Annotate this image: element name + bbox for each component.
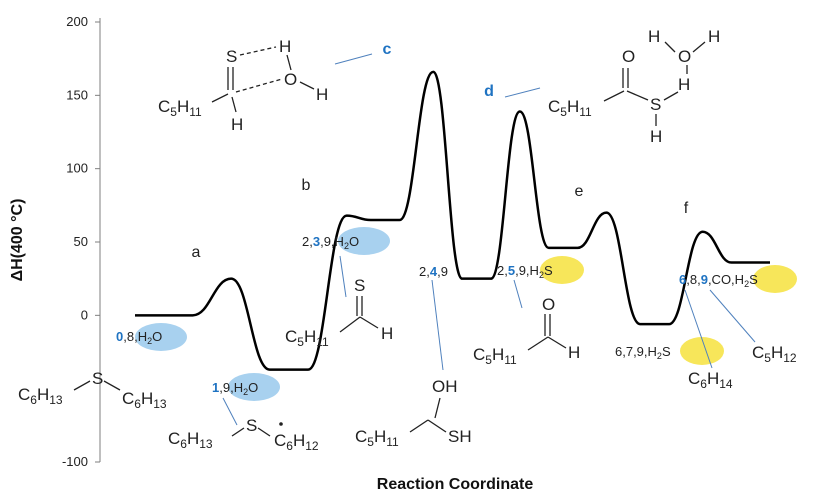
svg-text:C6H13: C6H13 <box>18 385 63 407</box>
svg-text:C5H11: C5H11 <box>355 427 399 449</box>
energy-curve <box>135 70 770 371</box>
molecule-hemithio: C5H11 OH SH <box>355 377 472 449</box>
stage-label-a: a <box>192 244 201 261</box>
stage-label-d: d <box>484 83 494 100</box>
y-tick-label: 150 <box>66 87 88 102</box>
species-7: 6,8,9,CO,H2S <box>679 272 758 289</box>
molecule-ts-d: O H O H H C5H11 S H <box>548 27 720 146</box>
svg-text:O: O <box>542 295 555 314</box>
leader-lines <box>222 53 756 426</box>
svg-text:S: S <box>354 276 365 295</box>
svg-text:C6H13: C6H13 <box>168 429 213 451</box>
y-tick-label: 50 <box>74 234 88 249</box>
svg-text:C5H11: C5H11 <box>158 97 202 119</box>
h2s-bubble-7 <box>753 265 797 293</box>
y-axis-title: ΔH(400 °C) <box>9 199 26 282</box>
y-tick-label: 100 <box>66 161 88 176</box>
h2o-bubble-3 <box>338 227 390 255</box>
svg-text:SH: SH <box>448 427 472 446</box>
species-5: 2,5,9,H2S <box>497 263 553 280</box>
svg-text:H: H <box>650 127 662 146</box>
molecule-ts-c: S H O H C5H11 H <box>158 37 328 134</box>
svg-text:O: O <box>678 47 691 66</box>
svg-text:H: H <box>231 115 243 134</box>
y-tick-label: 0 <box>81 307 88 322</box>
svg-text:H: H <box>678 75 690 94</box>
species-4: 2,4,9 <box>419 264 448 279</box>
svg-text:C6H13: C6H13 <box>122 389 167 411</box>
species-0: 0,8,H2O <box>116 329 162 346</box>
svg-text:S: S <box>92 369 103 388</box>
stage-label-c: c <box>383 41 392 58</box>
species-1: 1,9,H2O <box>212 380 258 397</box>
molecule-thioaldehyde: C5H11 S H <box>285 276 393 349</box>
y-ticks: 200 150 100 50 0 -100 <box>62 14 100 469</box>
svg-text:S: S <box>226 47 237 66</box>
species-6: 6,7,9,H2S <box>615 344 671 361</box>
svg-text:C5H11: C5H11 <box>548 97 592 119</box>
svg-text:S: S <box>246 416 257 435</box>
y-tick-label: -100 <box>62 454 88 469</box>
molecule-radical: C6H13 S C6H12 <box>168 416 319 453</box>
stage-label-e: e <box>575 183 584 200</box>
svg-text:C6H12: C6H12 <box>274 431 319 453</box>
svg-text:H: H <box>708 27 720 46</box>
svg-text:C5H11: C5H11 <box>285 327 329 349</box>
stage-label-f: f <box>684 200 689 217</box>
molecule-pentane: C5H12 <box>752 343 797 365</box>
h2o-bubble-1 <box>228 373 280 401</box>
species-3: 2,3,9,H2O <box>302 234 359 251</box>
svg-text:H: H <box>279 37 291 56</box>
svg-text:H: H <box>381 324 393 343</box>
svg-text:C5H11: C5H11 <box>473 345 517 367</box>
molecule-thioether: C6H13 S C6H13 <box>18 369 167 411</box>
stage-label-b: b <box>302 177 311 194</box>
molecule-aldehyde: C5H11 O H <box>473 295 580 367</box>
svg-text:OH: OH <box>432 377 458 396</box>
svg-text:H: H <box>316 85 328 104</box>
svg-text:C5H12: C5H12 <box>752 343 797 365</box>
h2s-bubble-6 <box>680 337 724 365</box>
h2s-bubble-5 <box>540 256 584 284</box>
svg-text:O: O <box>284 70 297 89</box>
h2o-bubble-0 <box>135 323 187 351</box>
svg-text:H: H <box>568 343 580 362</box>
molecule-hexane: C6H14 <box>688 369 733 391</box>
svg-text:S: S <box>650 95 661 114</box>
svg-text:H: H <box>648 27 660 46</box>
x-axis-title: Reaction Coordinate <box>377 476 534 493</box>
svg-text:C6H14: C6H14 <box>688 369 733 391</box>
svg-text:O: O <box>622 47 635 66</box>
y-tick-label: 200 <box>66 14 88 29</box>
